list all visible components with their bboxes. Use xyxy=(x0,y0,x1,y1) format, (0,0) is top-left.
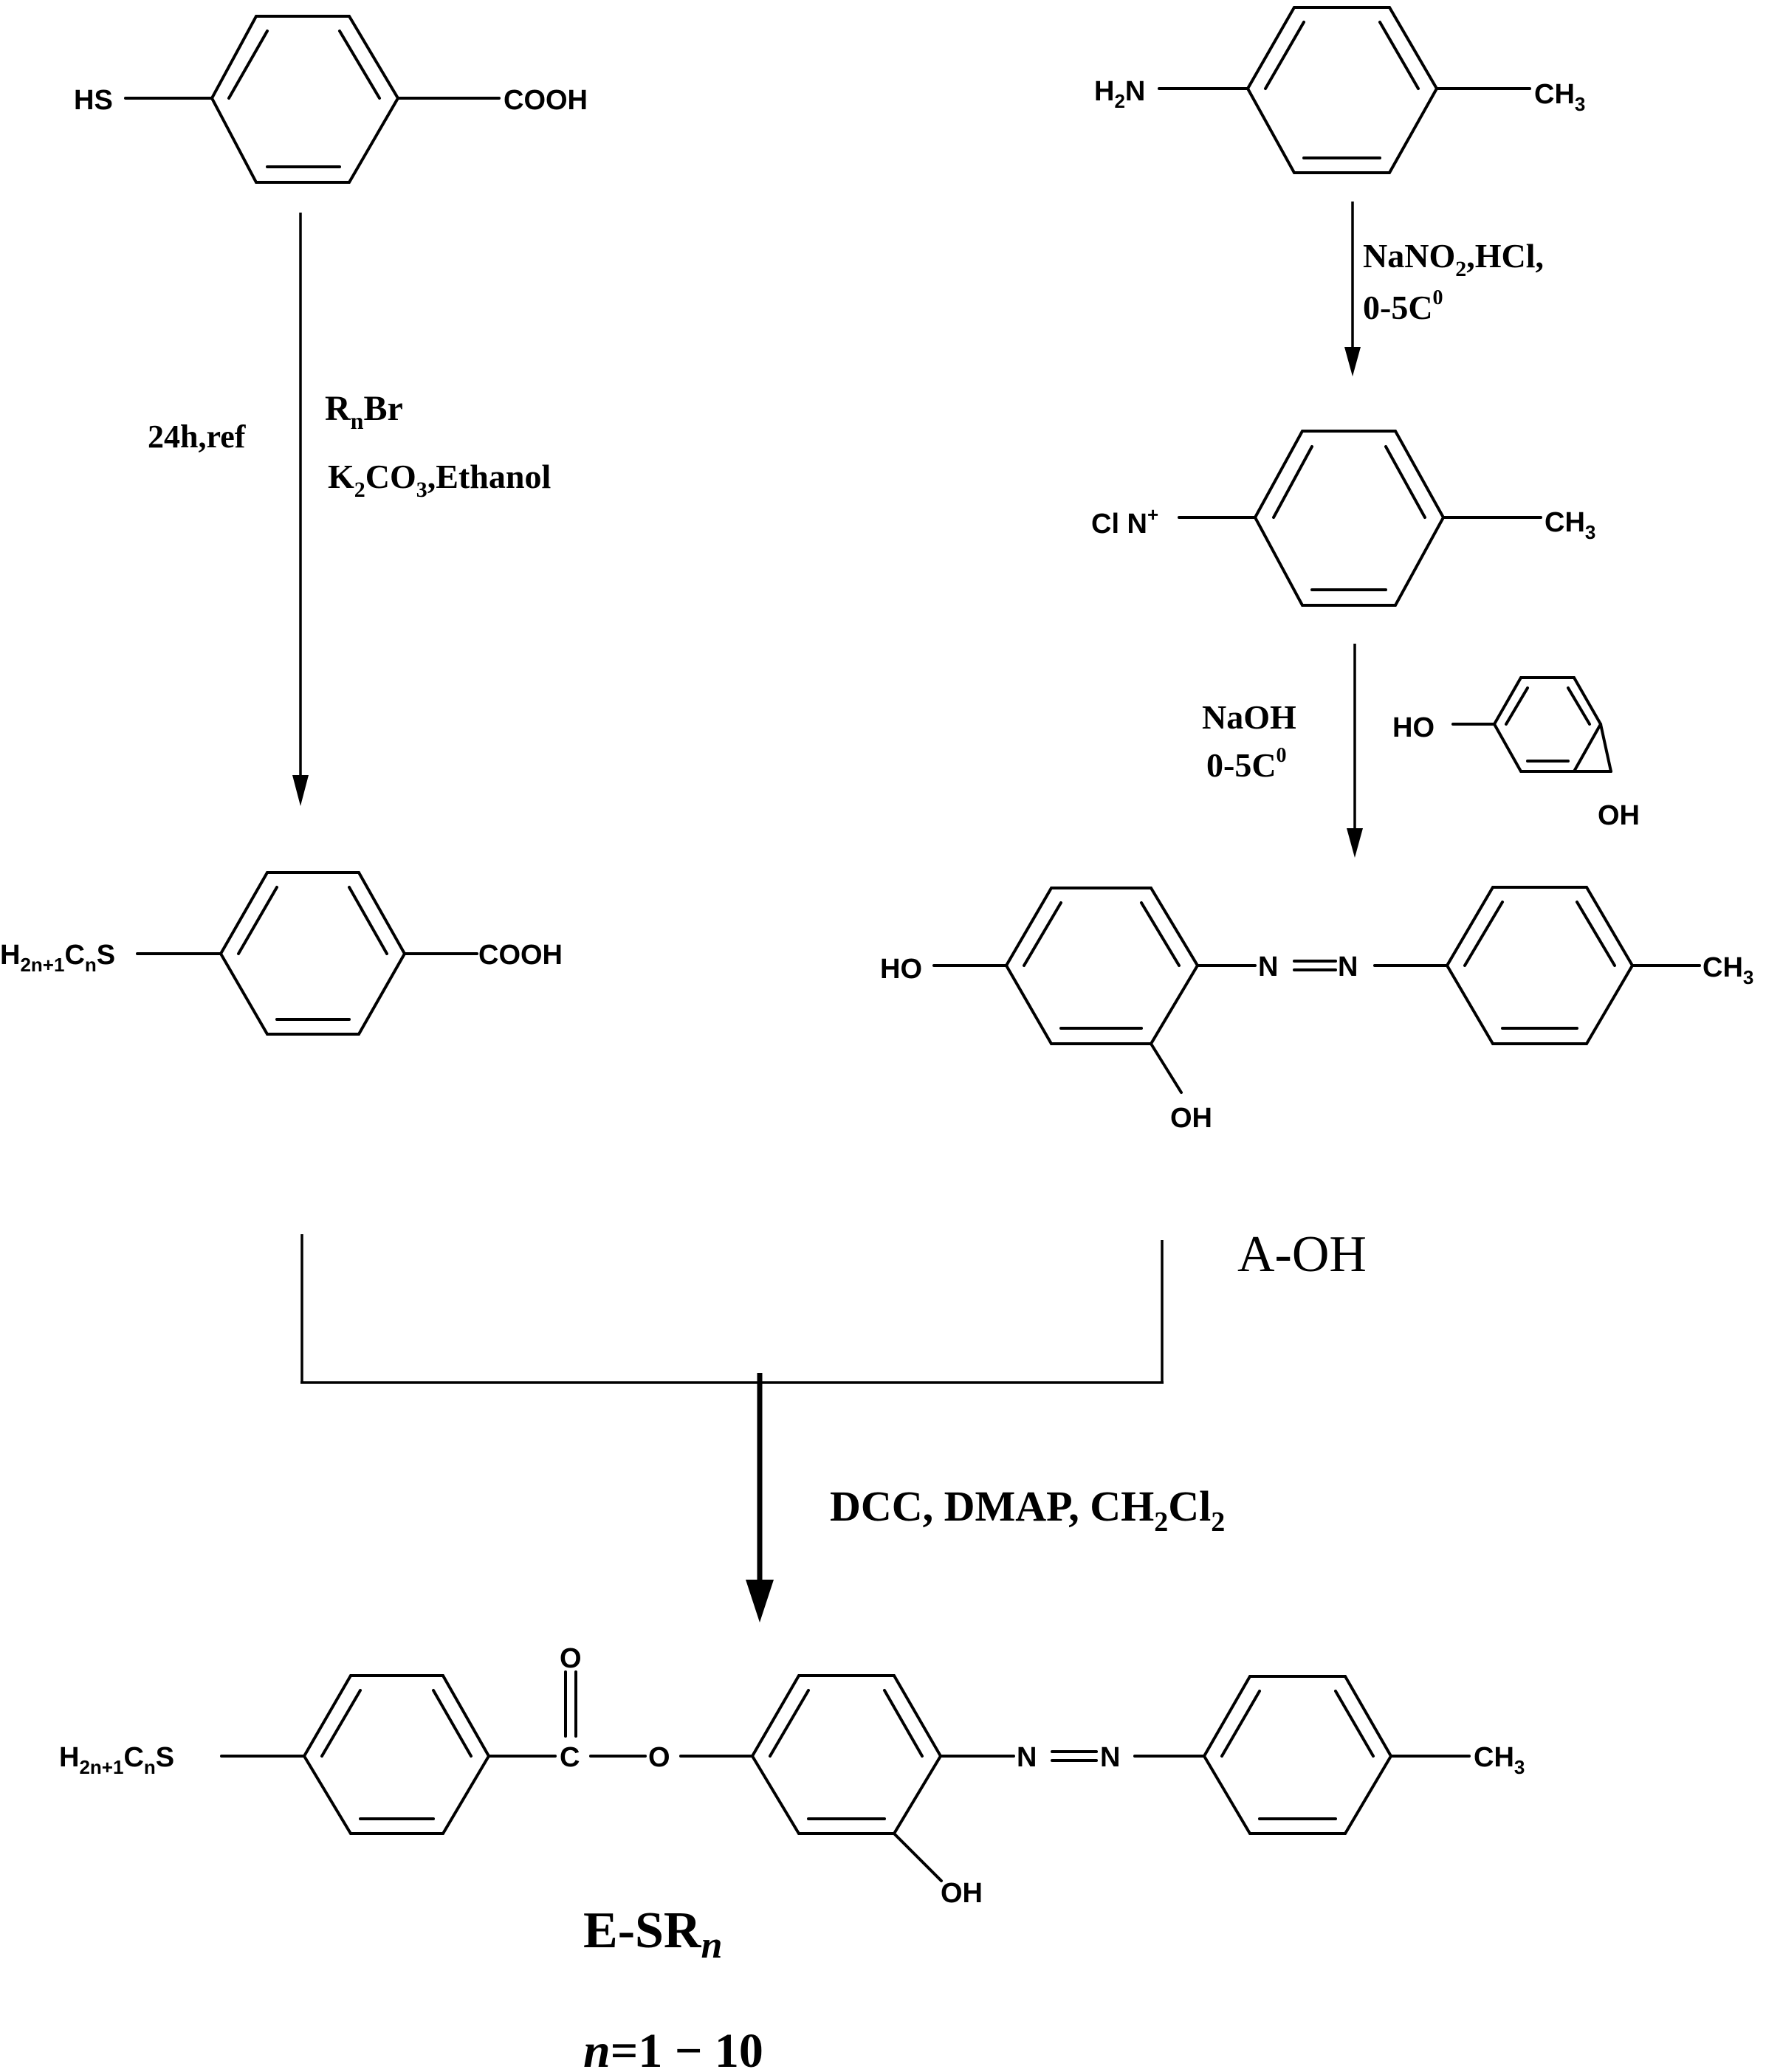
azo-phenol-hydroxyl-label: HO xyxy=(880,954,922,985)
alkylation-arrow xyxy=(292,213,309,806)
methyl-label: CH3 xyxy=(1534,79,1585,115)
product-name: E-SRn xyxy=(583,1902,722,1966)
diazotization-reagents: NaNO2,HCl, xyxy=(1363,237,1544,281)
azo-nitrogen-2: N xyxy=(1338,951,1358,982)
carbonyl-oxygen-label: O xyxy=(560,1643,582,1674)
methyl-label-3: CH3 xyxy=(1703,952,1753,988)
azo-phenol-ortho-hydroxyl-label: OH xyxy=(1170,1103,1212,1134)
coupling-base: NaOH xyxy=(1202,698,1296,736)
amine-label: H2N xyxy=(1094,76,1145,112)
azo-nitrogen-1: N xyxy=(1258,951,1278,982)
coupling-temperature: 0-5C0 xyxy=(1206,744,1287,784)
diazonium-salt-structure: Cl N+ CH3 xyxy=(1091,430,1595,607)
toluidine-structure: H2N CH3 xyxy=(1094,6,1585,174)
alkylthio-label: H2n+1CnS xyxy=(0,940,115,976)
product-structure: H2n+1CnS O C O N N OH CH3 xyxy=(59,1643,1525,1909)
resorcinol-structure: HO OH xyxy=(1392,676,1640,831)
carboxylic-acid-label: COOH xyxy=(504,85,588,116)
coupling-arrow xyxy=(1347,644,1363,858)
azo-phenol-structure: HO OH N N CH3 xyxy=(880,886,1753,1134)
ester-oxygen-label: O xyxy=(648,1742,670,1773)
product-methyl-label: CH3 xyxy=(1474,1742,1525,1778)
resorcinol-hydroxyl-2: OH xyxy=(1598,800,1640,831)
product-alkylthio-label: H2n+1CnS xyxy=(59,1742,174,1778)
diazotization-temperature: 0-5C0 xyxy=(1363,286,1443,326)
carboxylic-acid-label-2: COOH xyxy=(478,940,563,971)
diazonium-label: Cl N+ xyxy=(1091,503,1158,540)
resorcinol-hydroxyl-1: HO xyxy=(1392,712,1435,743)
product-azo-nitrogen-1: N xyxy=(1017,1742,1037,1773)
base-solvent-label: K2CO3,Ethanol xyxy=(328,458,551,502)
alkyl-bromide-label: RnBr xyxy=(325,389,403,434)
esterification-reagents: DCC, DMAP, CH2Cl2 xyxy=(830,1482,1225,1538)
alkylthio-benzoic-acid-structure: H2n+1CnS COOH xyxy=(0,871,563,1036)
azo-phenol-name: A-OH xyxy=(1237,1226,1367,1283)
carbonyl-carbon-label: C xyxy=(560,1742,580,1773)
mercaptobenzoic-acid-structure: HS COOH xyxy=(74,15,588,184)
chain-length-range: n=1 − 10 xyxy=(583,2024,763,2072)
thiol-label: HS xyxy=(74,85,113,116)
methyl-label-2: CH3 xyxy=(1545,507,1595,543)
alkylation-time-label: 24h,ref xyxy=(148,419,247,455)
product-azo-nitrogen-2: N xyxy=(1100,1742,1120,1773)
diazotization-arrow xyxy=(1344,202,1361,376)
esterification-arrow xyxy=(746,1373,774,1622)
product-hydroxyl-label: OH xyxy=(941,1878,983,1909)
combining-bracket xyxy=(300,1234,1164,1384)
